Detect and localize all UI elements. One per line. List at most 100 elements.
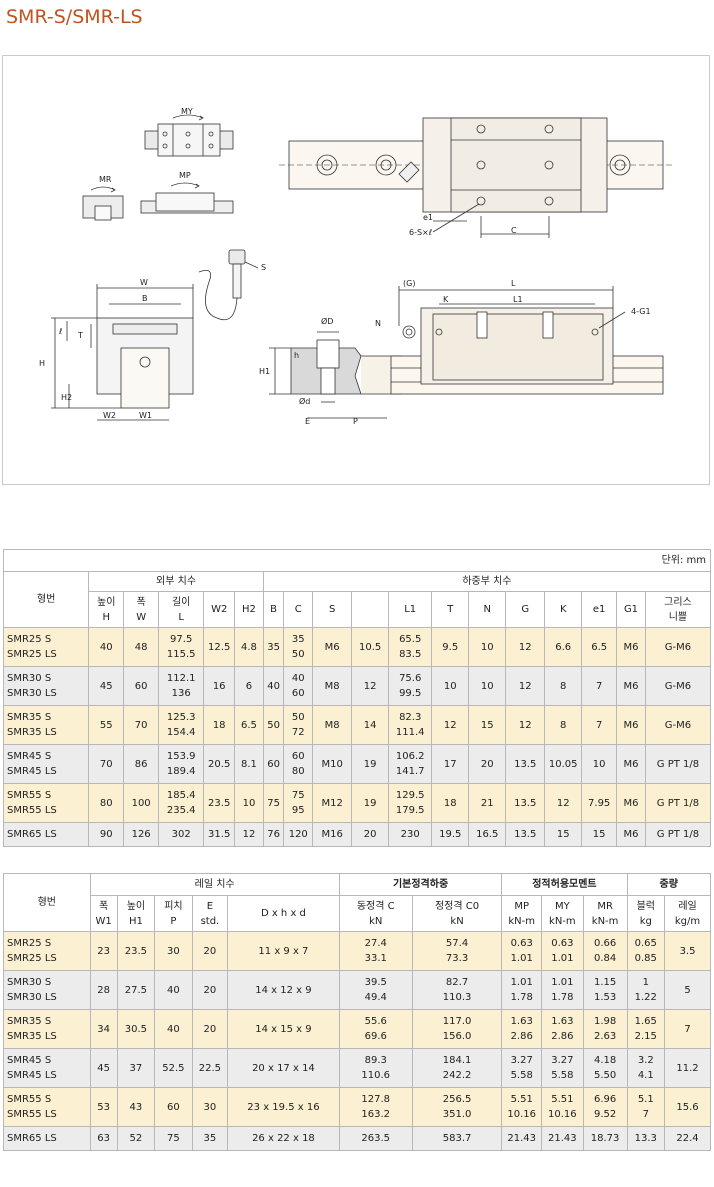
value-cell-line: 5.50: [593, 1070, 617, 1081]
value-cell: 13.5: [505, 822, 546, 847]
value-cell: 48: [123, 627, 160, 667]
value-cell: 12: [234, 822, 264, 847]
value-cell-line: 23 x 19.5 x 16: [247, 1101, 320, 1113]
value-cell-line: 1: [642, 977, 649, 988]
value-cell-line: M6: [623, 797, 639, 809]
column-header-line: 블럭: [636, 900, 655, 912]
value-cell: 10: [431, 666, 470, 706]
value-cell-line: 8: [560, 680, 567, 692]
value-cell: 7: [664, 1009, 711, 1049]
column-header-line: kg: [639, 915, 652, 927]
value-cell-line: 12: [443, 719, 457, 731]
value-cell-line: 60: [291, 688, 305, 699]
value-cell: 12: [505, 705, 546, 745]
unit-label: 단위: mm: [3, 549, 711, 572]
value-cell: 19.5: [431, 822, 470, 847]
value-cell-line: 34: [97, 1023, 110, 1035]
value-cell: M6: [616, 666, 646, 706]
column-header-line: S: [328, 604, 336, 615]
value-cell-line: 110.3: [442, 992, 472, 1003]
value-cell: 30: [154, 931, 193, 971]
model-cell-line: SMR55 S: [7, 1094, 52, 1105]
value-cell-line: 2.63: [593, 1031, 617, 1042]
value-cell-line: 12: [363, 680, 377, 692]
value-cell-line: 30: [167, 945, 180, 957]
column-header: L1: [388, 591, 433, 628]
value-cell-line: 50: [291, 712, 305, 723]
value-cell: 50: [262, 705, 285, 745]
value-cell-line: 35: [267, 641, 280, 653]
value-cell: 60: [154, 1087, 193, 1127]
value-cell-line: 163.2: [361, 1109, 391, 1120]
value-cell-line: M6: [623, 758, 639, 770]
value-cell: 13.5: [505, 783, 546, 823]
value-cell-line: 48: [134, 641, 148, 653]
value-cell: 12.5: [203, 627, 236, 667]
value-cell-line: 141.7: [395, 766, 425, 777]
value-cell-line: 4.1: [637, 1070, 654, 1081]
value-cell: 14: [351, 705, 390, 745]
value-cell-line: M12: [321, 797, 343, 809]
group-header-weight: 중량: [626, 873, 711, 896]
value-cell: 23.5: [203, 783, 236, 823]
value-cell-line: 89.3: [364, 1055, 387, 1066]
value-cell-line: 40: [167, 1023, 180, 1035]
value-cell-line: 14 x 15 x 9: [255, 1023, 312, 1035]
value-cell: 7.95: [581, 783, 618, 823]
value-cell-line: G PT 1/8: [656, 829, 700, 840]
value-cell-line: 19: [363, 758, 377, 770]
value-cell-line: 75.6: [399, 673, 422, 684]
model-cell-line: SMR65 LS: [7, 1133, 57, 1144]
value-cell: 23: [89, 931, 118, 971]
front-view: [51, 284, 194, 421]
value-cell: 21: [468, 783, 507, 823]
group-header-moment: 정적허용모멘트: [501, 873, 628, 896]
value-cell-line: 117.0: [442, 1016, 472, 1027]
value-cell: 31.5: [203, 822, 236, 847]
value-cell: 53: [89, 1087, 118, 1127]
value-cell-line: 70: [134, 719, 148, 731]
model-cell-line: SMR45 S: [7, 1055, 52, 1066]
model-header: 형번: [3, 873, 91, 932]
column-header-line: kg/m: [674, 915, 701, 927]
value-cell: 21.43: [541, 1126, 584, 1151]
value-cell-line: 30.5: [124, 1023, 148, 1035]
column-header: C: [283, 591, 314, 628]
value-cell-line: 27.4: [364, 938, 387, 949]
value-cell-line: 22.4: [676, 1133, 699, 1144]
block-mp-view: [140, 182, 234, 214]
label-l: L: [511, 279, 516, 288]
value-cell-line: 12.5: [208, 641, 231, 653]
label-e1: e1: [423, 213, 433, 222]
value-cell-line: 184.1: [442, 1055, 472, 1066]
label-h2: H2: [61, 393, 72, 402]
value-cell-line: 40: [99, 641, 113, 653]
value-cell: 90: [88, 822, 125, 847]
model-cell-line: SMR65 LS: [7, 829, 57, 840]
value-cell-line: 20 x 17 x 14: [252, 1062, 315, 1074]
value-cell: 11 x 9 x 7: [227, 931, 340, 971]
value-cell-line: 13.3: [634, 1133, 657, 1144]
value-cell-line: 111.4: [395, 727, 425, 738]
value-cell-line: 20: [203, 1023, 217, 1035]
value-cell-line: 30: [203, 1101, 217, 1113]
value-cell-line: 75: [167, 1133, 180, 1144]
column-header-line: B: [270, 604, 278, 615]
label-g1: 4-G1: [631, 307, 651, 316]
column-header-line: G: [521, 604, 530, 615]
value-cell-line: 15.6: [676, 1101, 699, 1113]
